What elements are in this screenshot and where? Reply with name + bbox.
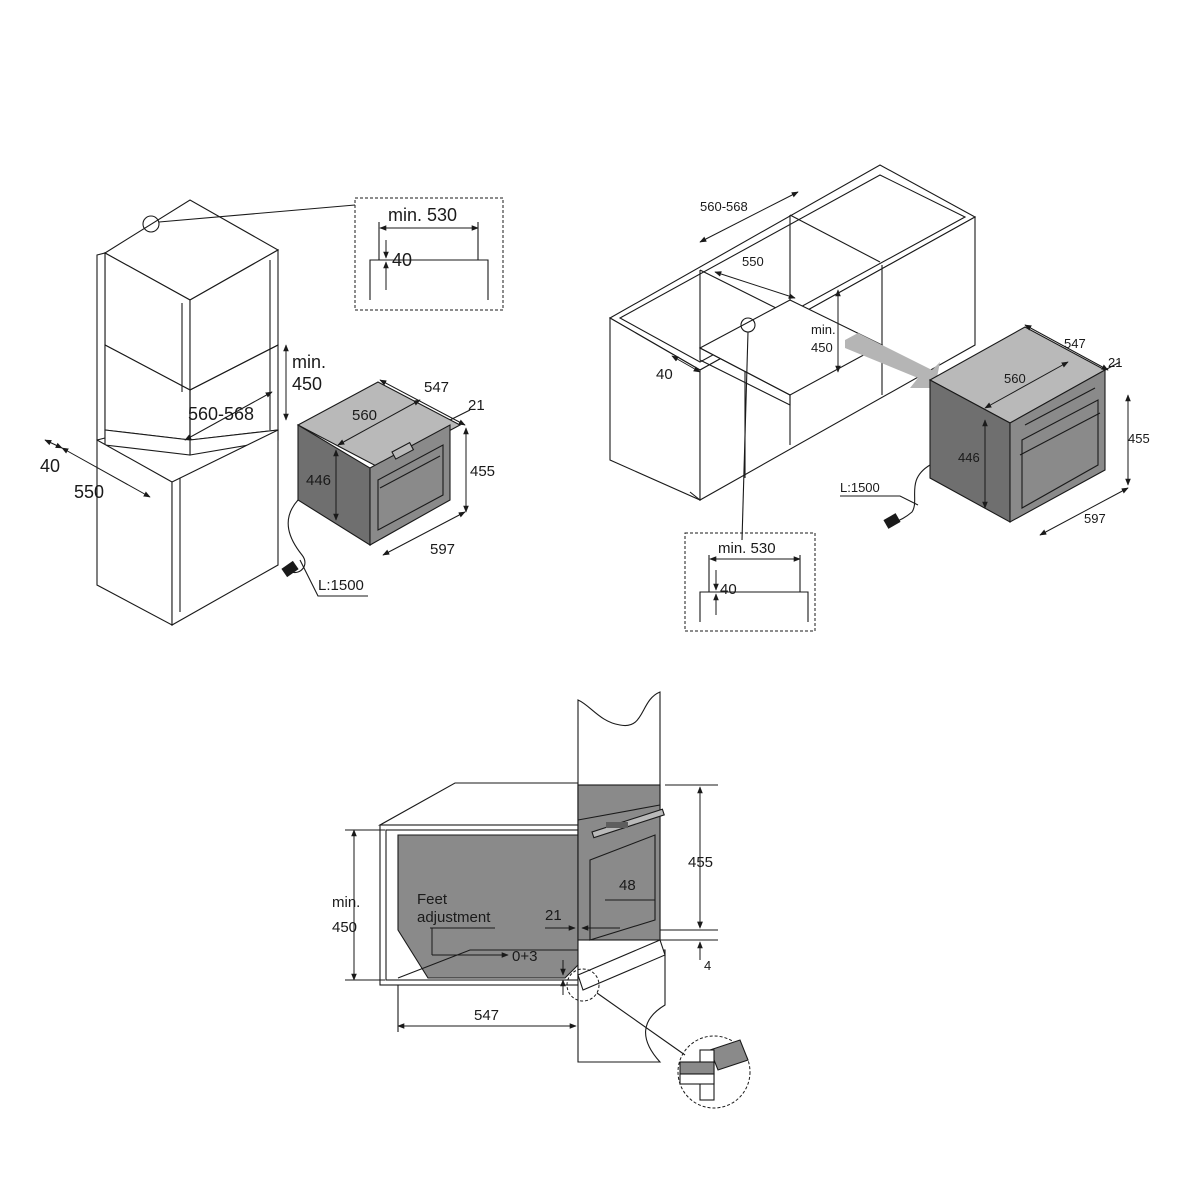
depth-550-label: 550 (74, 482, 104, 502)
oven2-21: 21 (1108, 355, 1122, 370)
oven-height-446: 446 (306, 472, 331, 489)
insert-arrow-icon (845, 333, 940, 388)
plug-icon-2 (883, 513, 901, 529)
cable-length-label: L:1500 (318, 577, 364, 594)
inset-min-label: min. 530 (388, 205, 457, 225)
offset-40: 40 (656, 366, 673, 383)
inset2-40-label: 40 (720, 581, 737, 598)
power-cable-2 (894, 464, 931, 523)
niche-width-label: 560-568 (188, 404, 254, 424)
niche-height-label: 450 (292, 374, 322, 394)
feet-range-label: 0+3 (512, 948, 537, 965)
front-21-label: 21 (545, 907, 562, 924)
section-view-diagram: min. 450 Feet adjustment 0+3 21 48 455 4… (332, 691, 751, 1109)
detail-zoom-circle (677, 1035, 751, 1109)
oven-door (577, 784, 661, 941)
oven2-height-446: 446 (958, 450, 980, 465)
oven-depth-547: 547 (424, 379, 449, 396)
feet-label-line1: Feet (417, 891, 448, 908)
oven2-width-560: 560 (1004, 371, 1026, 386)
depth-547-label: 547 (474, 1007, 499, 1024)
oven2-front (1009, 369, 1106, 523)
oven-width-597: 597 (430, 541, 455, 558)
min-label-3: min. (332, 894, 360, 911)
tall-cabinet-diagram: min. 530 40 min. 450 560-568 40 550 547 … (40, 197, 504, 626)
min-450-label-3: 450 (332, 919, 357, 936)
inset-40-label: 40 (392, 250, 412, 270)
width-560-568: 560-568 (700, 199, 748, 214)
under-counter-diagram: 560-568 550 min. 450 40 547 21 560 455 4… (608, 164, 1150, 632)
door-48-label: 48 (619, 877, 636, 894)
niche-min-label: min. (292, 352, 326, 372)
oven2-height-455: 455 (1128, 431, 1150, 446)
depth-550: 550 (742, 254, 764, 269)
detail-marker (142, 215, 160, 233)
min-label: min. (811, 322, 836, 337)
power-cable (287, 499, 306, 574)
height-455-label: 455 (688, 854, 713, 871)
lower-cabinet (96, 439, 173, 626)
detail-marker-3 (566, 968, 600, 1002)
oven-front-21: 21 (468, 397, 485, 414)
plug-icon (281, 560, 299, 578)
oven-width-560: 560 (352, 407, 377, 424)
oven2-depth-547: 547 (1064, 336, 1086, 351)
door-handle (591, 808, 665, 839)
height-450: 450 (811, 340, 833, 355)
oven2-width-597: 597 (1084, 511, 1106, 526)
feet-label-line2: adjustment (417, 909, 491, 926)
gap-4-label: 4 (704, 958, 711, 973)
offset-40-label: 40 (40, 456, 60, 476)
cable-length-label-2: L:1500 (840, 480, 880, 495)
inset2-min-label: min. 530 (718, 540, 776, 557)
oven-height-455: 455 (470, 463, 495, 480)
inset-detail-box-2 (684, 532, 816, 632)
